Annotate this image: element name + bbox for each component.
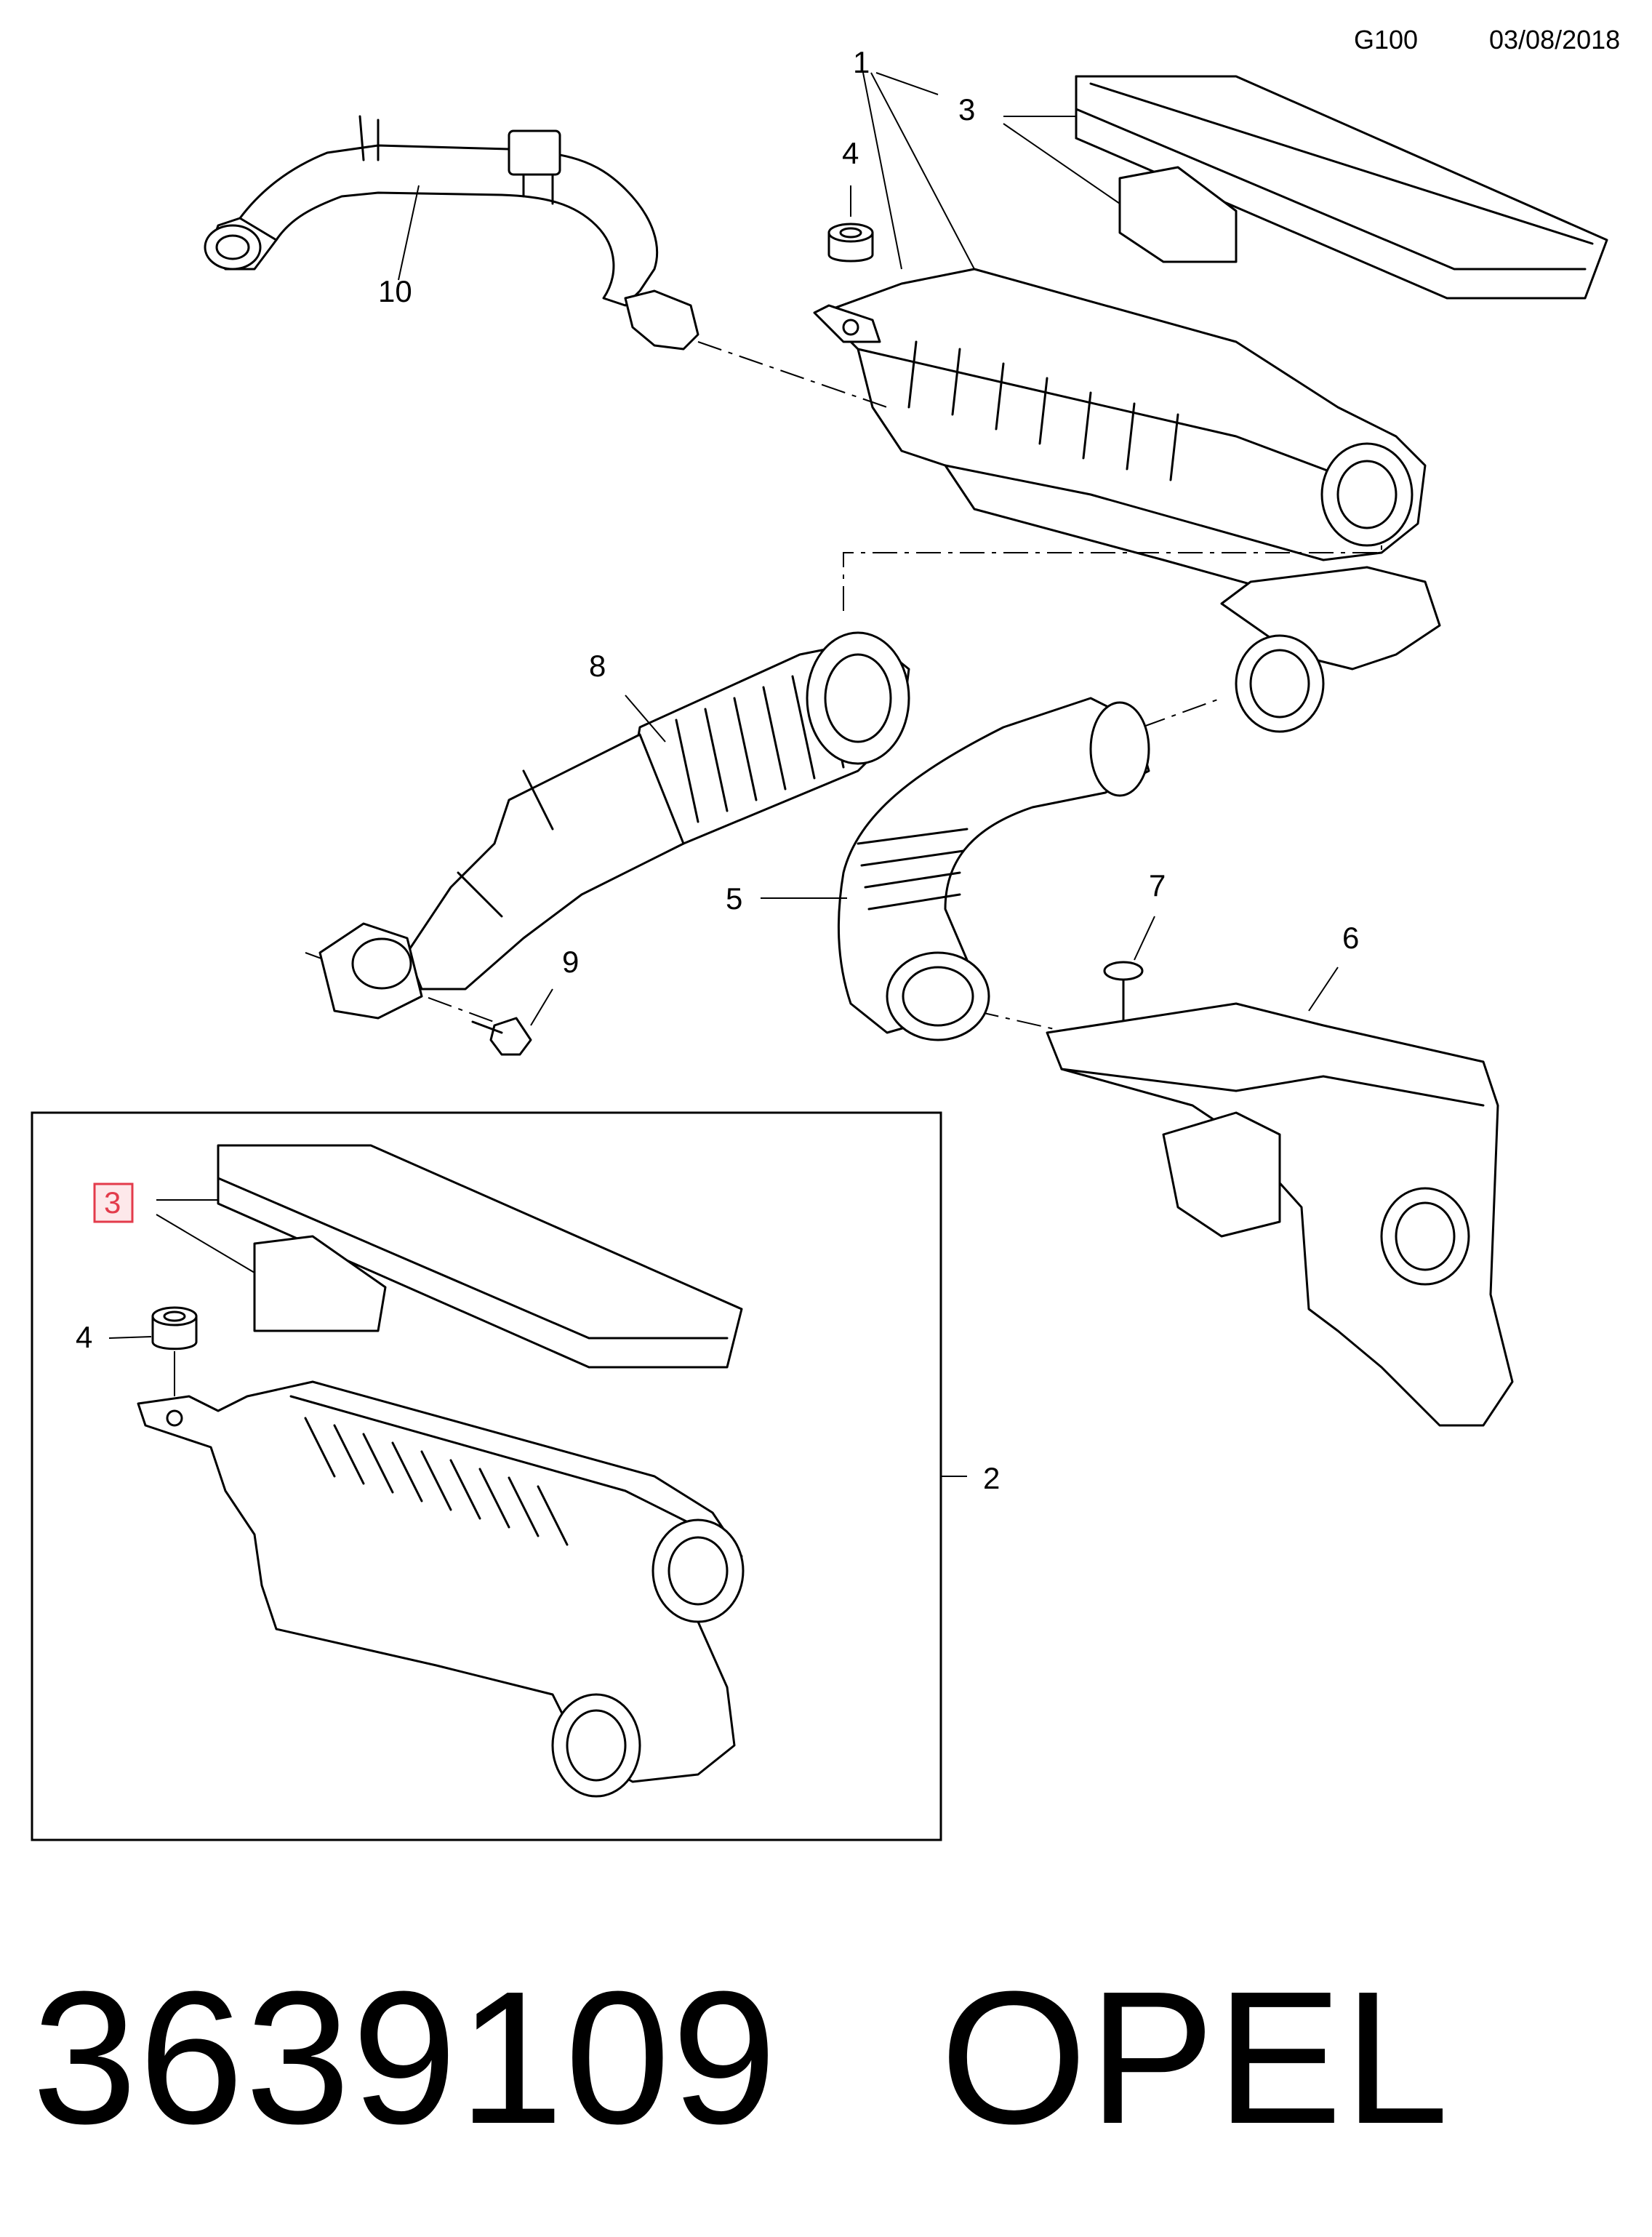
push-pin-part-7[interactable] [1103,916,1155,1034]
callout-7: 7 [1149,868,1166,903]
callout-4-inset: 4 [76,1320,92,1354]
callout-1: 1 [853,45,870,79]
leader-1a [862,72,902,270]
air-cleaner-assembly-part-2[interactable] [137,1380,745,1798]
diagram-date: 03/08/2018 [1489,25,1621,55]
callout-10: 10 [378,274,412,308]
leader-3b [1003,123,1120,204]
diagram-code: G100 [1354,25,1419,55]
callout-6: 6 [1342,921,1359,955]
leader-1b [870,72,975,270]
callout-3-inset-highlight[interactable]: 3 [93,1182,134,1223]
leader-1c [875,72,939,95]
grommet-part-4-inset[interactable] [108,1306,198,1396]
hose-part-10[interactable] [204,115,699,351]
connecting-hose-part-5[interactable] [761,697,1150,1041]
callout-3-top: 3 [958,92,975,127]
grommet-part-4-top[interactable] [827,185,874,263]
callout-3-inset: 3 [104,1185,121,1220]
air-filter-part-3-top[interactable] [1075,75,1608,300]
part-number: 3639109 [32,1953,779,2164]
callout-5: 5 [726,881,742,916]
assembly-line-a [697,341,888,408]
assembly-line-b [843,538,1382,611]
callout-9: 9 [562,945,579,979]
air-cleaner-housing-part-1[interactable] [813,268,1441,733]
callout-8: 8 [589,649,606,683]
footer-part-label: 3639109 OPEL [32,1964,1451,2153]
brand-name: OPEL [939,1953,1451,2164]
air-filter-part-3-inset[interactable] [156,1144,743,1369]
assembly-line-d [305,952,524,1033]
callout-4-top: 4 [842,136,859,170]
bolt-part-9[interactable] [471,988,553,1056]
resonator-part-6[interactable] [1046,967,1514,1427]
highlight-box [93,1182,134,1223]
callout-2: 2 [983,1461,1000,1495]
assembly-line-c [1141,697,1222,728]
intake-duct-part-8[interactable] [318,631,910,1020]
